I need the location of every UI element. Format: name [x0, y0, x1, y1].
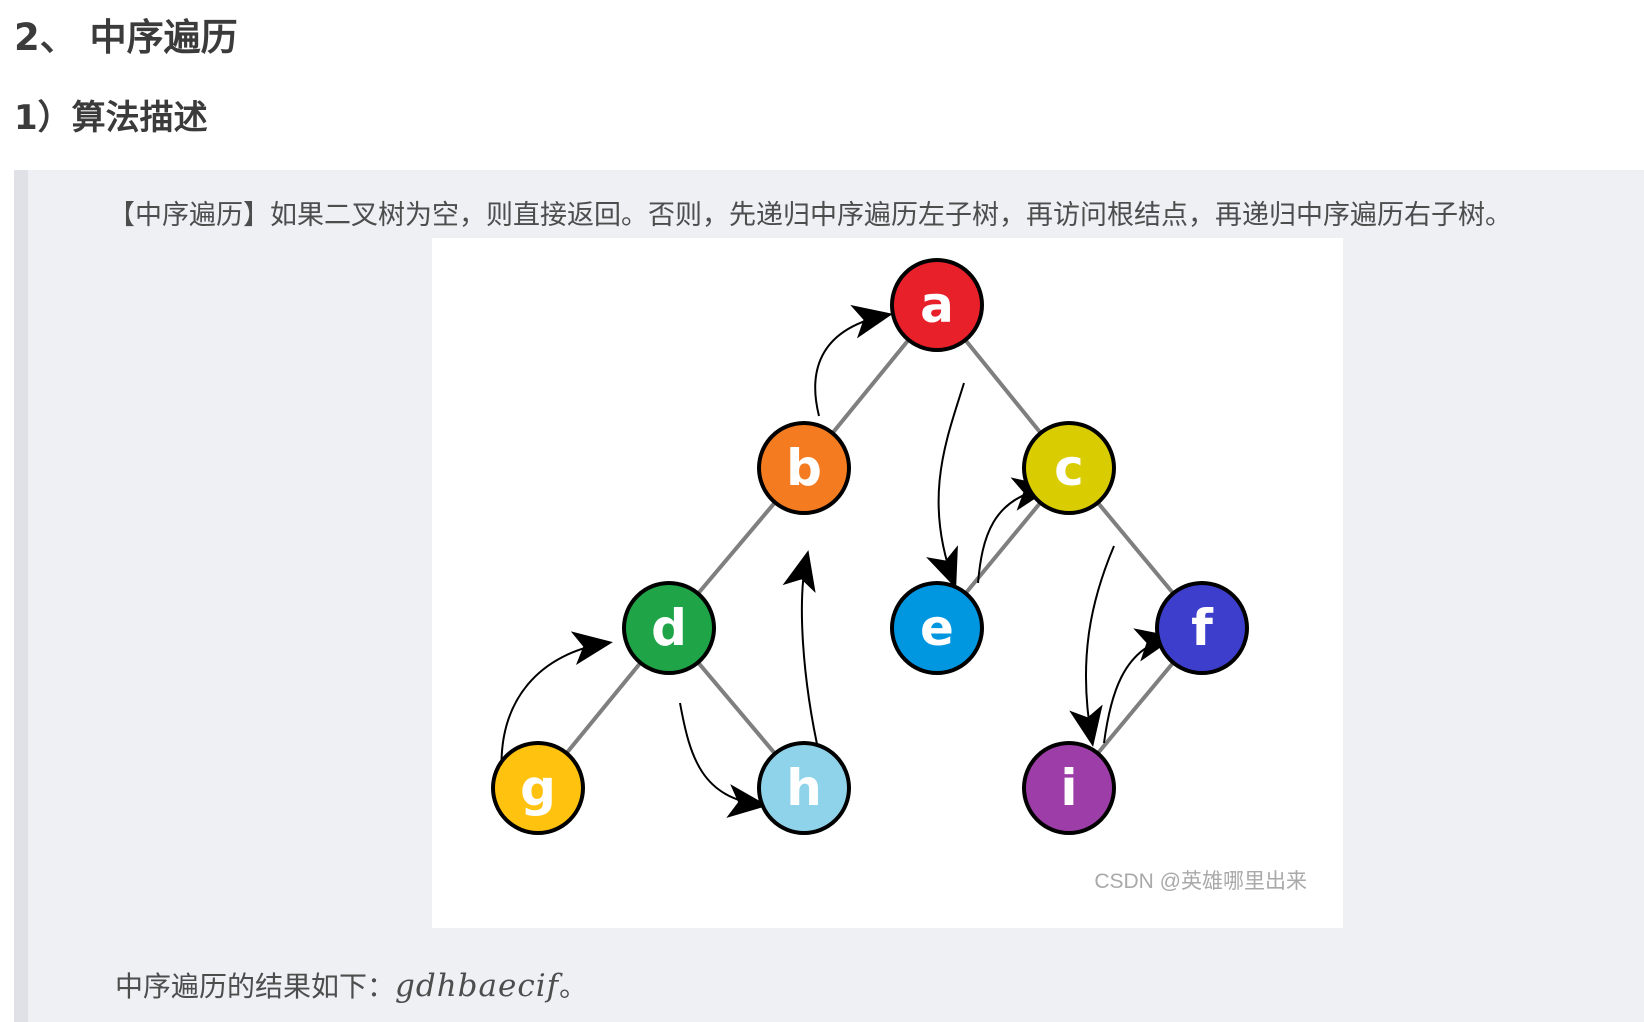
traversal-arrow-i-to-f	[1103, 628, 1176, 744]
traversal-arrow-c-to-i	[1069, 545, 1115, 747]
tree-node-e: e	[890, 581, 984, 675]
tree-node-circle	[622, 581, 716, 675]
result-prefix: 中序遍历的结果如下：	[115, 970, 396, 1003]
tree-node-i: i	[1022, 741, 1116, 835]
tree-node-circle	[491, 741, 585, 835]
tree-nodes: a b c d e f g h i	[491, 258, 1249, 835]
tree-node-circle	[1022, 421, 1116, 515]
traversal-arrow-h-to-b	[782, 550, 821, 759]
traversal-arrow-a-to-e	[926, 382, 965, 589]
traversal-arrows	[500, 305, 1176, 818]
traversal-arrow-b-to-a	[814, 305, 893, 417]
tree-node-label: f	[1191, 599, 1214, 657]
tree-node-b: b	[757, 421, 851, 515]
result-sequence: gdhbaecif	[395, 968, 560, 1004]
traversal-arrow-d-to-h	[679, 702, 768, 818]
section-subheading: 1）算法描述	[14, 98, 208, 138]
result-suffix: 。	[559, 970, 588, 1003]
tree-node-d: d	[622, 581, 716, 675]
binary-tree-figure: a b c d e f g h i CSDN @英雄哪里出来	[432, 238, 1343, 928]
tree-node-circle	[1022, 741, 1116, 835]
figure-watermark: CSDN @英雄哪里出来	[1094, 870, 1307, 893]
tree-node-label: c	[1054, 439, 1084, 497]
traversal-result: 中序遍历的结果如下：gdhbaecif。	[115, 964, 587, 1009]
tree-node-label: a	[920, 276, 954, 334]
section-heading: 2、 中序遍历	[14, 16, 238, 59]
traversal-arrow-g-to-d	[500, 631, 613, 780]
tree-node-label: d	[651, 599, 687, 657]
tree-diagram: a b c d e f g h i CSDN @英雄哪里出来	[491, 258, 1307, 893]
tree-node-h: h	[757, 741, 851, 835]
tree-node-label: b	[786, 439, 822, 497]
tree-edges	[536, 303, 1204, 790]
algorithm-description: 【中序遍历】如果二叉树为空，则直接返回。否则，先递归中序遍历左子树，再访问根结点…	[108, 200, 1512, 231]
tree-node-circle	[757, 741, 851, 835]
tree-node-circle	[757, 421, 851, 515]
tree-node-circle	[1155, 581, 1249, 675]
tree-node-label: i	[1060, 759, 1077, 817]
tree-node-c: c	[1022, 421, 1116, 515]
tree-node-circle	[890, 258, 984, 352]
tree-node-f: f	[1155, 581, 1249, 675]
tree-node-a: a	[890, 258, 984, 352]
tree-node-circle	[890, 581, 984, 675]
tree-node-label: h	[786, 759, 822, 817]
tree-node-g: g	[491, 741, 585, 835]
tree-node-label: g	[520, 759, 556, 817]
tree-node-label: e	[920, 599, 954, 657]
